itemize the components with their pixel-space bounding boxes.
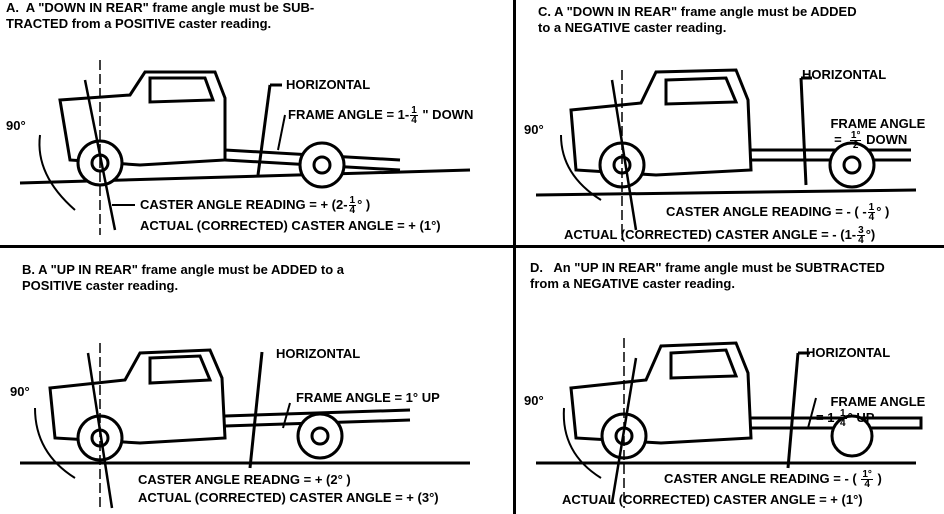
frame-angle-b: FRAME ANGLE = 1° UP: [296, 390, 440, 405]
horizontal-label-a: HORIZONTAL: [286, 77, 371, 92]
frame-fraction-c: 1°2: [849, 130, 862, 151]
panel-a-caption: A. A "DOWN IN REAR" frame angle must be …: [6, 0, 315, 31]
horizontal-label-c: HORIZONTAL: [802, 67, 887, 82]
panel-a: A. A "DOWN IN REAR" frame angle must be …: [0, 0, 512, 245]
panel-c: C. A "DOWN IN REAR" frame angle must be …: [516, 0, 944, 246]
actual-caster-d: ACTUAL (CORRECTED) CASTER ANGLE = + (1°): [562, 492, 863, 507]
truck-a-illustration: [19, 60, 471, 235]
truck-b-drawing: [20, 343, 470, 509]
panel-c-caption: C. A "DOWN IN REAR" frame angle must be …: [538, 4, 857, 35]
panel-b: B. A "UP IN REAR" frame angle must be AD…: [0, 248, 512, 514]
truck-b-illustration: [20, 343, 470, 509]
actual-caster-c: ACTUAL (CORRECTED) CASTER ANGLE = - (1-3…: [564, 225, 876, 246]
horizontal-divider: [0, 245, 944, 248]
truck-c-illustration: [535, 68, 917, 240]
deg90-label-a: 90°: [6, 118, 26, 133]
actual-caster-a: ACTUAL (CORRECTED) CASTER ANGLE = + (1°): [140, 218, 441, 233]
caster-reading-b: CASTER ANGLE READNG = + (2° ): [138, 472, 351, 487]
caster-reading-d: CASTER ANGLE READING = - ( 1°4 ): [664, 469, 882, 490]
frame-angle-c: FRAME ANGLE = 1°2 DOWN: [830, 116, 926, 151]
panel-d: D. An "UP IN REAR" frame angle must be S…: [516, 248, 944, 514]
deg90-label-c: 90°: [524, 122, 544, 137]
horizontal-label-d: HORIZONTAL: [806, 345, 891, 360]
truck-d-illustration: [536, 338, 923, 508]
horizontal-label-b: HORIZONTAL: [276, 346, 361, 361]
panel-b-caption: B. A "UP IN REAR" frame angle must be AD…: [22, 262, 344, 293]
vertical-divider: [513, 0, 516, 514]
truck-a-drawing: [19, 60, 471, 235]
truck-d-drawing: [536, 338, 923, 508]
actual-caster-b: ACTUAL (CORRECTED) CASTER ANGLE = + (3°): [138, 490, 439, 505]
panel-d-caption: D. An "UP IN REAR" frame angle must be S…: [530, 260, 885, 291]
deg90-label-b: 90°: [10, 384, 30, 399]
deg90-label-d: 90°: [524, 393, 544, 408]
truck-c-drawing: [535, 68, 917, 240]
caster-fraction-d: 1°4: [861, 469, 873, 490]
ground-line: [535, 188, 917, 197]
